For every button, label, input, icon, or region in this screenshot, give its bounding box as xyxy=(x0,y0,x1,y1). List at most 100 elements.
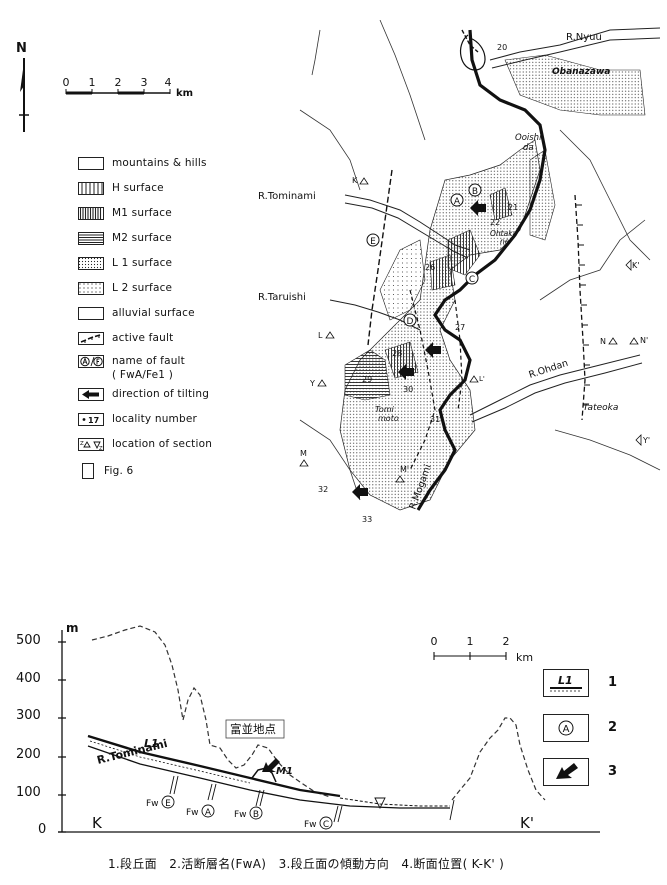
tilt-arrow-icon xyxy=(425,342,441,358)
locality-number: 30 xyxy=(403,385,413,394)
legend-label: active fault xyxy=(112,332,174,344)
profile-end-k: K xyxy=(92,814,103,832)
profile-fault-marker xyxy=(169,775,179,795)
map-scale-bar: 0 1 2 3 4 km xyxy=(63,76,194,99)
fig6-frame-icon xyxy=(82,463,94,479)
place-ooishida: Ooishi da xyxy=(515,133,544,153)
legend-label: M2 surface xyxy=(112,232,172,244)
legend-item: alluvial surface xyxy=(78,305,195,321)
legend-item: M2 surface xyxy=(78,230,172,246)
section-mark-n-prime: N' xyxy=(629,336,648,345)
profile-hills-dashed xyxy=(91,625,331,798)
locality-number: 22 xyxy=(490,218,500,227)
legend-label: M1 surface xyxy=(112,207,172,219)
legend-label: location of section xyxy=(112,438,213,450)
section-label: K' xyxy=(632,261,639,270)
place-tateoka: Tateoka xyxy=(583,403,618,413)
section-label: L' xyxy=(479,375,485,383)
locality-number-icon: 17 xyxy=(78,412,104,426)
section-label: L xyxy=(318,331,323,340)
north-arrow-icon: N xyxy=(16,41,29,132)
place-ohtakane-line: ne xyxy=(500,237,510,246)
locality-number: 21 xyxy=(508,203,518,212)
legend-label: direction of tilting xyxy=(112,388,210,400)
key-box-fault-name: A xyxy=(543,714,589,742)
place-ohtakane: Ohtaka ne xyxy=(490,229,520,246)
legend-label: H surface xyxy=(112,182,164,194)
profile-fault-marker xyxy=(207,783,217,801)
locality-number: 20 xyxy=(497,43,507,52)
legend-swatch-blank xyxy=(78,156,104,170)
fault-letter: C xyxy=(469,275,475,285)
section-label: M xyxy=(300,449,307,458)
section-mark-m: M xyxy=(299,449,309,467)
fault-upper xyxy=(461,29,479,53)
fault-e xyxy=(367,169,393,346)
tilting-arrow-icon xyxy=(78,387,104,401)
legend-item: Fig. 6 xyxy=(78,463,133,479)
profile-fault-marker xyxy=(449,799,455,821)
tilt-arrow-icon xyxy=(352,484,368,500)
section-mark-l-prime: L' xyxy=(469,375,485,383)
fault-letter-d: D xyxy=(403,313,417,327)
tilt-arrow-icon xyxy=(470,200,486,216)
place-tominamoto: Tomi moto xyxy=(375,405,399,423)
river-mogami xyxy=(416,29,547,511)
section-mark-k: K xyxy=(352,176,369,185)
fault-letter-c-north: C xyxy=(465,271,479,285)
active-fault-icon xyxy=(78,331,104,345)
key-box-l1: L1 xyxy=(543,669,589,697)
terrace-h-ohtakane xyxy=(489,187,513,221)
geologic-map: A B C D E K K' L xyxy=(258,20,661,524)
profile-y-tick: 0 xyxy=(38,822,47,837)
fault-letter: B xyxy=(472,187,478,197)
place-ooishida-line: Ooishi xyxy=(515,133,542,143)
profile-fault-letter: A xyxy=(205,808,212,818)
section-mark-k-prime: K' xyxy=(625,259,639,271)
profile-y-unit: m xyxy=(66,621,79,635)
legend-item: Z Z' location of section xyxy=(78,436,212,452)
place-r-ohdan: R.Ohdan xyxy=(528,358,570,381)
profile-fault-letter: E xyxy=(165,799,171,809)
profile-scale-tick-0: 0 xyxy=(431,635,438,648)
place-tominamoto-line: moto xyxy=(378,414,399,423)
svg-text:Z: Z xyxy=(80,441,84,447)
key-fault-name-symbol: A xyxy=(558,720,574,736)
key-number: 3 xyxy=(608,764,618,779)
section-location-icon: Z Z' xyxy=(78,437,104,451)
legend-item-sub: ( FwA/Fe1 ) xyxy=(112,367,173,383)
legend-item: direction of tilting xyxy=(78,386,209,402)
legend-swatch-m1-surface xyxy=(78,206,104,220)
profile-scale-unit: km xyxy=(516,651,533,664)
fault-letter: D xyxy=(407,317,414,327)
fault-letter: E xyxy=(370,237,376,247)
profile-y-tick: 400 xyxy=(16,671,41,686)
legend-item: H surface xyxy=(78,180,164,196)
place-r-taruishi: R.Taruishi xyxy=(258,292,306,303)
terrace-m2-surface xyxy=(344,349,391,401)
map-scale-tick-0: 0 xyxy=(63,76,70,89)
section-label: Y' xyxy=(642,436,650,445)
profile-scale-tick-1: 1 xyxy=(467,635,474,648)
terrace-obanazawa xyxy=(504,54,646,116)
locality-number: 28 xyxy=(392,349,402,358)
profile-fault-marker xyxy=(255,789,265,807)
profile-tilt-arrow-icon xyxy=(262,758,280,772)
fault-a-east xyxy=(574,194,586,421)
locality-number: 29 xyxy=(362,375,372,384)
legend-swatch-l1-surface xyxy=(78,256,104,270)
profile-end-k-prime: K' xyxy=(520,814,534,832)
legend-label: L 2 surface xyxy=(112,282,173,294)
profile-scale-bar xyxy=(433,652,507,660)
terrace-east-strip xyxy=(529,149,556,241)
place-r-nyuu: R.Nyuu xyxy=(566,32,602,43)
legend-swatch-alluvial xyxy=(78,306,104,320)
section-label: Y xyxy=(309,379,315,388)
fault-letter-b-north: B xyxy=(468,183,482,197)
legend-item: 17 locality number xyxy=(78,411,197,427)
key-tilting-arrow-icon xyxy=(556,763,578,779)
legend-item: active fault xyxy=(78,330,173,346)
section-label: M' xyxy=(400,465,409,474)
profile-fault-fw: Fw xyxy=(146,799,159,809)
legend-item: mountains & hills xyxy=(78,155,207,171)
